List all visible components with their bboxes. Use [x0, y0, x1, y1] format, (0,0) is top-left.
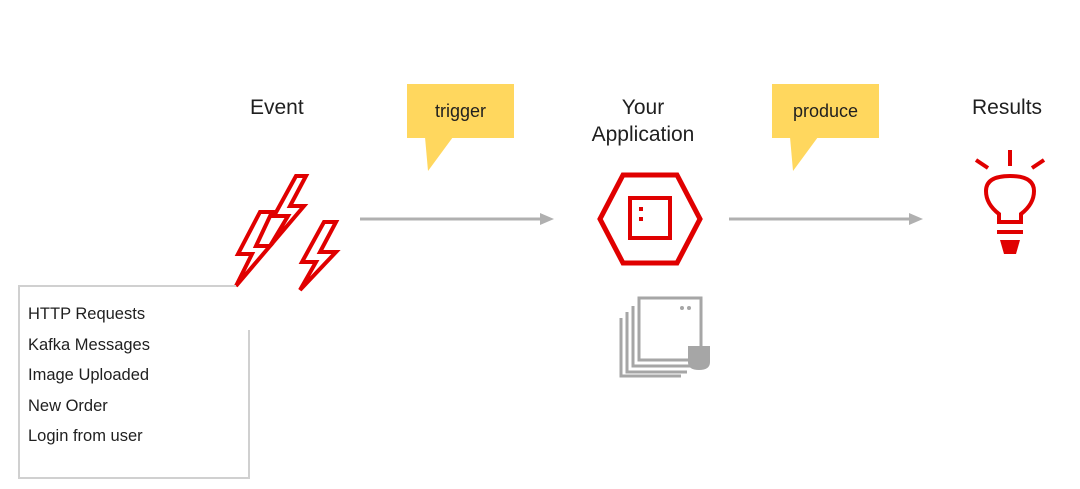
event-examples-list: HTTP Requests Kafka Messages Image Uploa…	[28, 299, 150, 452]
produce-callout-tail	[790, 137, 818, 171]
lightning-bolts-icon	[234, 174, 341, 292]
trigger-callout-text: trigger	[434, 100, 487, 121]
event-examples-frame	[18, 285, 250, 479]
list-item: HTTP Requests	[28, 305, 146, 323]
event-label: Event	[250, 96, 304, 119]
results-label: Results	[972, 96, 1043, 119]
list-item: Kafka Messages	[28, 335, 150, 354]
application-label-line1: Your	[621, 96, 665, 119]
produce-arrow	[729, 213, 923, 225]
produce-callout-text: produce	[792, 100, 859, 121]
trigger-callout-tail	[425, 137, 453, 171]
produce-callout: produce	[772, 84, 879, 138]
lightbulb-icon	[974, 150, 1046, 254]
event-examples-box: HTTP Requests Kafka Messages Image Uploa…	[18, 285, 250, 479]
trigger-arrow	[360, 213, 554, 225]
list-item: Image Uploaded	[28, 366, 150, 384]
list-item: New Order	[28, 396, 108, 415]
application-label: Your Application	[586, 94, 700, 148]
application-label-line2: Application	[591, 123, 695, 146]
list-item: Login from user	[28, 427, 143, 445]
stacked-containers-icon	[619, 296, 710, 378]
trigger-callout: trigger	[407, 84, 514, 138]
hexagon-app-icon	[597, 172, 703, 266]
